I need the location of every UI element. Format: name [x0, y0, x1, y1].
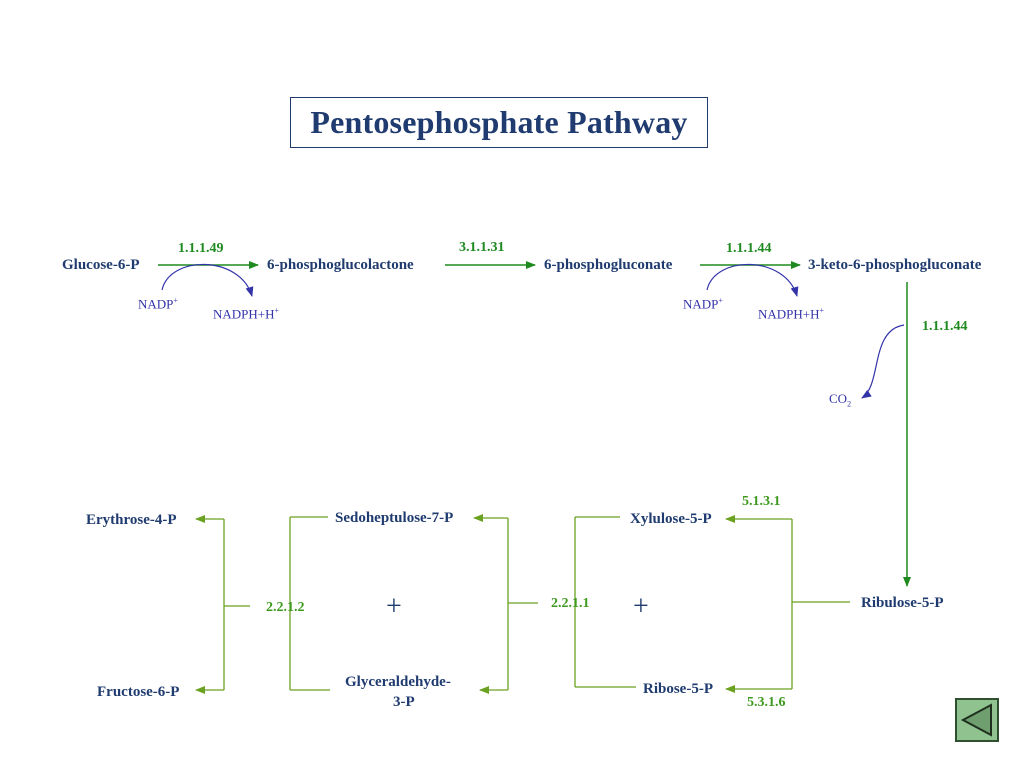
metabolite-glyceraldehyde-3p: Glyceraldehyde-: [345, 674, 451, 690]
nadp-curve-arrow-1: [161, 263, 254, 297]
metabolite-glyceraldehyde-3p-line2: 3-P: [393, 694, 415, 710]
cofactor-co2: CO2: [829, 391, 852, 409]
plus-sign-left: +: [386, 591, 402, 622]
cofactor-nadp-2: NADP+: [683, 296, 723, 312]
page-title: Pentosephosphate Pathway: [310, 104, 688, 140]
title-box: Pentosephosphate Pathway: [290, 97, 708, 148]
metabolite-keto-phosphogluconate: 3-keto-6-phosphogluconate: [808, 257, 982, 273]
metabolite-fructose-6p: Fructose-6-P: [97, 684, 180, 700]
enzyme-label-1: 1.1.1.49: [178, 241, 224, 256]
back-nav-button[interactable]: [955, 698, 999, 742]
back-triangle-icon: [960, 703, 992, 737]
metabolite-phosphoglucolactone: 6-phosphoglucolactone: [267, 257, 414, 273]
enzyme-label-4: 1.1.1.44: [922, 319, 968, 334]
enzyme-label-6: 5.3.1.6: [747, 695, 786, 710]
enzyme-label-7: 2.2.1.1: [551, 596, 590, 611]
enzyme-label-8: 2.2.1.2: [266, 600, 305, 615]
metabolite-glucose-6p: Glucose-6-P: [62, 257, 140, 273]
cofactor-nadph-1: NADPH+H+: [213, 306, 280, 322]
plus-sign-right: +: [633, 591, 649, 622]
enzyme-label-2: 3.1.1.31: [459, 240, 505, 255]
metabolite-erythrose-4p: Erythrose-4-P: [86, 512, 177, 528]
enzyme-label-5: 5.1.3.1: [742, 494, 781, 509]
nadp-curve-arrow-2: [706, 263, 799, 297]
enzyme-label-3: 1.1.1.44: [726, 241, 772, 256]
metabolite-phosphogluconate: 6-phosphogluconate: [544, 257, 673, 273]
cofactor-nadph-2: NADPH+H+: [758, 306, 825, 322]
co2-curve-arrow: [861, 324, 905, 399]
cofactor-nadp-1: NADP+: [138, 296, 178, 312]
metabolite-ribose-5p: Ribose-5-P: [643, 681, 713, 697]
metabolite-ribulose-5p: Ribulose-5-P: [861, 595, 944, 611]
metabolite-xylulose-5p: Xylulose-5-P: [630, 511, 712, 527]
metabolite-sedoheptulose-7p: Sedoheptulose-7-P: [335, 510, 454, 526]
